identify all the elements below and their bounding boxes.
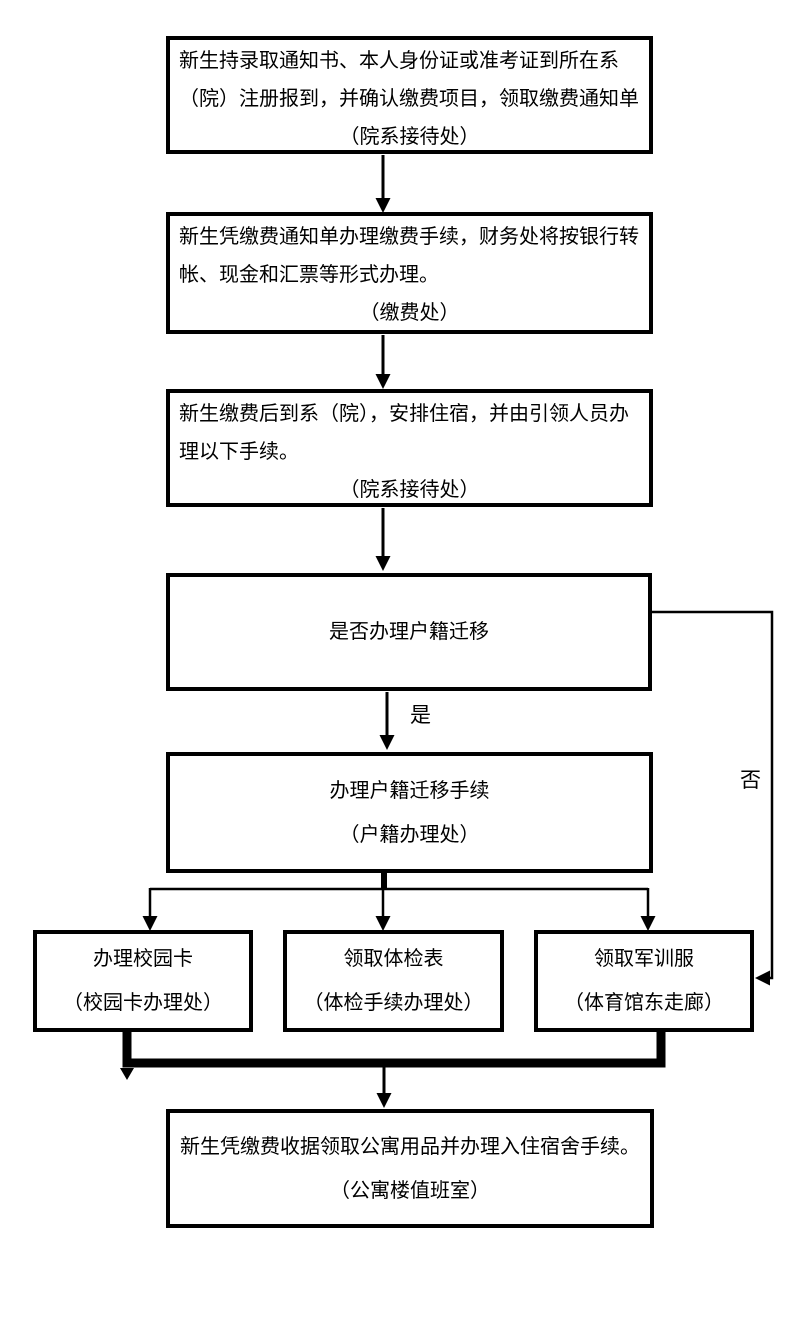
node-hukou-transfer-line2: （户籍办理处）: [339, 823, 480, 846]
node-campus-card-line1: 办理校园卡: [93, 948, 193, 970]
node-medical-form: 领取体检表 （体检手续办理处）: [283, 930, 504, 1032]
node-register-line3: （院系接待处）: [339, 126, 480, 148]
arrow-merge-to-checkin: [376, 1064, 392, 1108]
node-medical-form-line1: 领取体检表: [343, 948, 444, 970]
node-dorm-checkin: 新生凭缴费收据领取公寓用品并办理入住宿舍手续。 （公寓楼值班室）: [166, 1109, 654, 1228]
edge-label-no: 否: [740, 768, 761, 792]
node-campus-card-line2: （校园卡办理处）: [63, 992, 223, 1014]
node-register: 新生持录取通知书、本人身份证或准考证到所在系 （院）注册报到，并确认缴费项目，领…: [166, 36, 653, 154]
node-register-line1: 新生持录取通知书、本人身份证或准考证到所在系: [179, 50, 619, 72]
node-medical-form-line2: （体检手续办理处）: [303, 992, 484, 1014]
node-decision-hukou-line1: 是否办理户籍迁移: [329, 621, 489, 643]
node-pay: 新生凭缴费通知单办理缴费手续，财务处将按银行转 帐、现金和汇票等形式办理。 （缴…: [166, 212, 653, 334]
node-dorm-checkin-line1: 新生凭缴费收据领取公寓用品并办理入住宿舍手续。: [180, 1135, 640, 1158]
arrow-accommodation-to-decision: [375, 508, 391, 571]
node-military-uniform-line1: 领取军训服: [594, 948, 694, 970]
arrow-decision-no: [652, 610, 774, 986]
connector-merge-bar: [120, 1030, 666, 1080]
node-accommodation-line3: （院系接待处）: [339, 479, 480, 501]
connector-distribution: [142, 887, 656, 931]
node-accommodation: 新生缴费后到系（院），安排住宿，并由引领人员办 理以下手续。 （院系接待处）: [166, 389, 653, 507]
edge-label-yes: 是: [410, 703, 431, 727]
node-military-uniform: 领取军训服 （体育馆东走廊）: [534, 930, 754, 1032]
node-pay-line2: 帐、现金和汇票等形式办理。: [179, 264, 439, 286]
node-hukou-transfer: 办理户籍迁移手续 （户籍办理处）: [166, 752, 653, 873]
node-military-uniform-line2: （体育馆东走廊）: [564, 992, 724, 1014]
node-register-line2: （院）注册报到，并确认缴费项目，领取缴费通知单: [179, 88, 639, 110]
node-accommodation-line2: 理以下手续。: [179, 441, 299, 463]
arrow-pay-to-accommodation: [375, 335, 391, 389]
node-hukou-transfer-line1: 办理户籍迁移手续: [329, 779, 490, 802]
node-campus-card: 办理校园卡 （校园卡办理处）: [33, 930, 253, 1032]
node-decision-hukou: 是否办理户籍迁移: [166, 573, 652, 691]
node-accommodation-line1: 新生缴费后到系（院），安排住宿，并由引领人员办: [179, 403, 629, 425]
node-dorm-checkin-line2: （公寓楼值班室）: [330, 1179, 490, 1202]
node-pay-line3: （缴费处）: [359, 302, 460, 324]
node-pay-line1: 新生凭缴费通知单办理缴费手续，财务处将按银行转: [179, 226, 639, 248]
arrow-register-to-pay: [375, 155, 391, 213]
arrow-decision-yes: [379, 692, 395, 750]
